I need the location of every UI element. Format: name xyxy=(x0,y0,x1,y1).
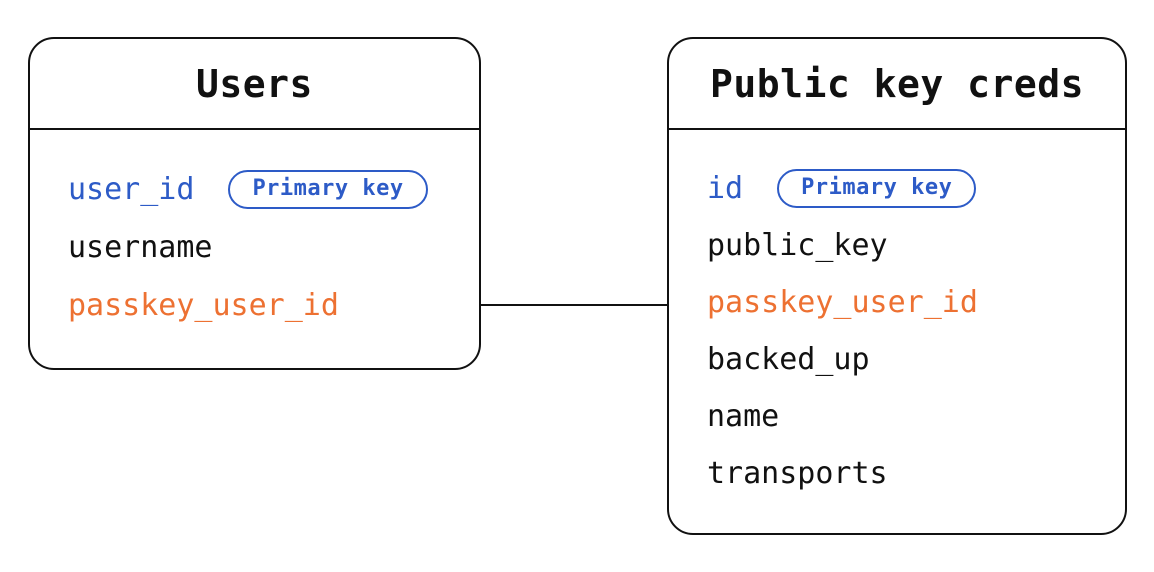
field-row: passkey_user_id xyxy=(707,274,1125,331)
table-title: Public key creds xyxy=(709,61,1085,106)
table-public-key-creds-body: id Primary key public_key passkey_user_i… xyxy=(669,130,1125,502)
field-row: backed_up xyxy=(707,331,1125,388)
primary-key-badge: Primary key xyxy=(777,169,977,208)
field-row: transports xyxy=(707,445,1125,502)
field-row: username xyxy=(68,218,479,276)
field-name: transports xyxy=(707,456,888,491)
table-users-header: Users xyxy=(30,39,479,130)
field-name-primary-key: user_id xyxy=(68,171,195,207)
field-name-primary-key: id xyxy=(707,171,744,206)
field-name: backed_up xyxy=(707,342,870,377)
field-row: passkey_user_id xyxy=(68,276,479,334)
field-name: name xyxy=(707,399,780,434)
table-public-key-creds: Public key creds id Primary key public_k… xyxy=(667,37,1127,535)
table-users: Users user_id Primary key username passk… xyxy=(28,37,481,370)
field-name: public_key xyxy=(707,228,888,263)
table-users-body: user_id Primary key username passkey_use… xyxy=(30,130,479,334)
primary-key-badge: Primary key xyxy=(228,169,428,209)
table-public-key-creds-header: Public key creds xyxy=(669,39,1125,130)
field-row: id Primary key xyxy=(707,160,1125,217)
table-title: Users xyxy=(196,61,313,106)
field-name-foreign-key: passkey_user_id xyxy=(68,287,339,323)
field-name: username xyxy=(68,229,213,265)
field-name-foreign-key: passkey_user_id xyxy=(707,285,978,320)
field-row: user_id Primary key xyxy=(68,160,479,218)
relationship-line xyxy=(481,304,667,306)
field-row: public_key xyxy=(707,217,1125,274)
field-row: name xyxy=(707,388,1125,445)
